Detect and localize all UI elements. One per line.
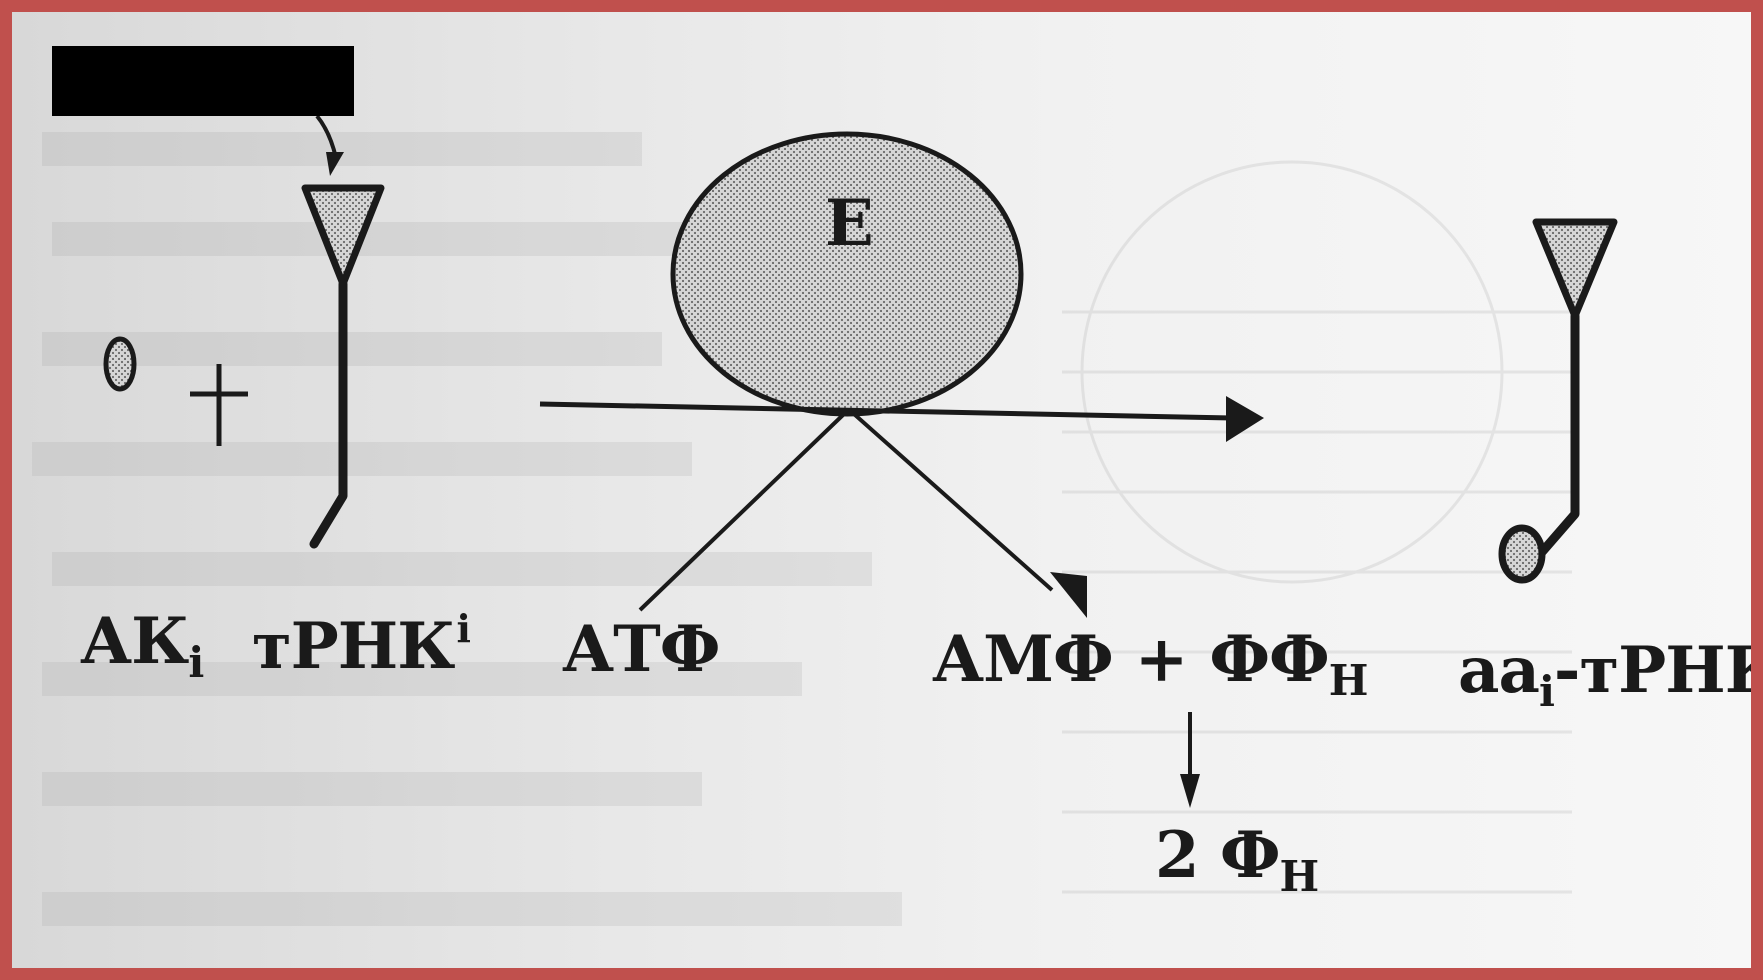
enzyme-ellipse bbox=[673, 134, 1021, 414]
amino-acid-label: АКi bbox=[80, 610, 203, 684]
reaction-diagram bbox=[12, 12, 1763, 980]
trna-label-superscript: i bbox=[456, 606, 469, 651]
ppi-label-subscript: Н bbox=[1329, 656, 1368, 705]
enzyme-label: E bbox=[825, 192, 873, 256]
trna-label: тРНКi bbox=[252, 610, 470, 679]
amino-acid-label-text: АК bbox=[80, 604, 188, 679]
ppi-label: ФФ bbox=[1209, 622, 1328, 697]
plus-symbol bbox=[190, 364, 248, 446]
aminoacyl-label-rest: -тРНК bbox=[1554, 633, 1763, 708]
products-label: АМФ+ФФН bbox=[932, 628, 1367, 702]
trna-label-text: тРНК bbox=[252, 609, 454, 684]
phosphate-label-subscript: Н bbox=[1280, 852, 1319, 901]
amp-label: АМФ bbox=[932, 622, 1113, 697]
aminoacyl-label-subscript: i bbox=[1539, 667, 1554, 716]
atp-input-line bbox=[640, 414, 844, 610]
amino-acid-symbol bbox=[106, 339, 134, 389]
phosphate-label: 2 ФН bbox=[1155, 824, 1318, 898]
atp-label: АТФ bbox=[562, 618, 719, 682]
aminoacyl-trna-label: ааi-тРНКi bbox=[1458, 634, 1763, 713]
products-plus: + bbox=[1135, 622, 1188, 697]
trna-symbol bbox=[305, 188, 381, 544]
pointer-arrow bbox=[317, 116, 344, 176]
hydrolysis-arrow bbox=[1180, 712, 1200, 808]
phosphate-label-text: 2 Ф bbox=[1155, 818, 1280, 893]
products-output-arrow bbox=[854, 414, 1087, 618]
redacted-label-box bbox=[52, 46, 354, 116]
aminoacyl-label-base: аа bbox=[1458, 633, 1539, 708]
aminoacyl-trna-symbol bbox=[1502, 222, 1614, 580]
amino-acid-label-subscript: i bbox=[188, 638, 203, 687]
